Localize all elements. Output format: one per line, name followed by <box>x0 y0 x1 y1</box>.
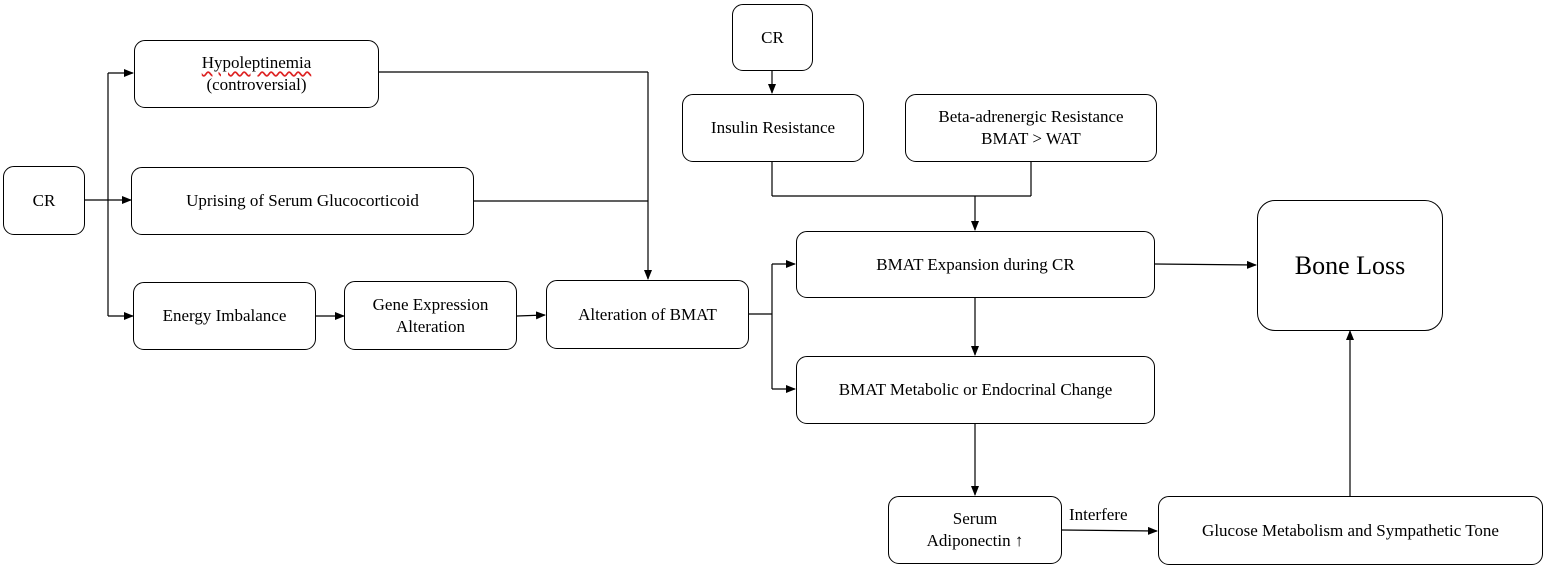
arrow-gene-to-alteration <box>516 311 546 320</box>
node-text: CR <box>761 27 784 47</box>
arrow-expansion-to-bone-loss <box>1154 260 1257 269</box>
node-text: Alteration <box>396 316 465 336</box>
node-gene-expression: Gene Expression Alteration <box>344 281 517 350</box>
node-text: Bone Loss <box>1294 250 1406 280</box>
node-text: (controversial) <box>206 75 307 94</box>
node-text: BMAT > WAT <box>981 129 1081 148</box>
node-text: Serum <box>952 509 998 528</box>
arrow-adiponectin-to-glucose <box>1061 526 1158 535</box>
node-text: BMAT Metabolic or Endocrinal Change <box>838 380 1113 399</box>
node-text: Glucose Metabolism and Sympathetic Tone <box>1202 520 1499 540</box>
node-text: Energy Imbalance <box>162 306 287 325</box>
node-beta-adrenergic: Beta-adrenergic Resistance BMAT > WAT <box>905 94 1157 162</box>
node-text: BMAT Expansion during CR <box>876 254 1075 274</box>
node-cr-left: CR <box>3 166 85 235</box>
node-text: Adiponectin ↑ <box>926 531 1024 550</box>
node-energy-imbalance: Energy Imbalance <box>133 282 316 350</box>
node-text: Beta-adrenergic Resistance <box>938 107 1124 126</box>
node-glucocorticoid: Uprising of Serum Glucocorticoid <box>131 167 474 235</box>
node-text: Hypoleptinemia <box>201 53 312 72</box>
node-insulin-resistance: Insulin Resistance <box>682 94 864 162</box>
node-hypoleptinemia: Hypoleptinemia (controversial) <box>134 40 379 108</box>
node-glucose-metabolism: Glucose Metabolism and Sympathetic Tone <box>1158 496 1543 565</box>
node-alteration-bmat: Alteration of BMAT <box>546 280 749 349</box>
edge-label-interfere: Interfere <box>1069 505 1128 524</box>
node-text: CR <box>32 190 56 210</box>
node-text: Gene Expression <box>372 294 489 314</box>
node-cr-top: CR <box>732 4 813 71</box>
node-bone-loss: Bone Loss <box>1257 200 1443 331</box>
node-bmat-metabolic: BMAT Metabolic or Endocrinal Change <box>796 356 1155 424</box>
node-text: Insulin Resistance <box>710 118 836 137</box>
node-bmat-expansion: BMAT Expansion during CR <box>796 231 1155 298</box>
node-text: Uprising of Serum Glucocorticoid <box>186 191 419 210</box>
node-serum-adiponectin: Serum Adiponectin ↑ <box>888 496 1062 564</box>
node-text: Alteration of BMAT <box>578 304 717 324</box>
